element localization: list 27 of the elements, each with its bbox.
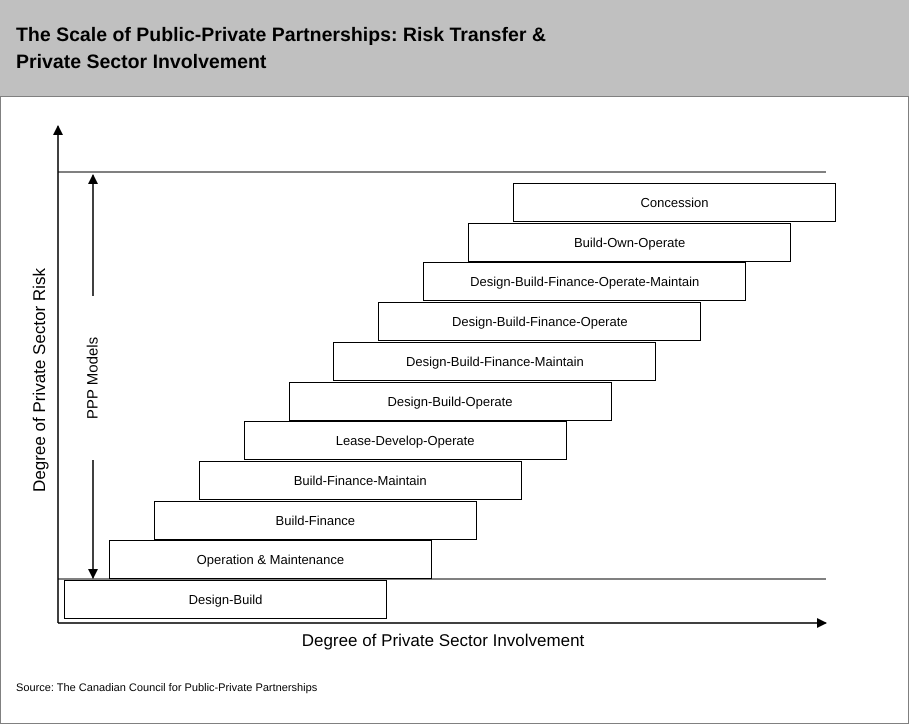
model-name: Concession bbox=[640, 195, 708, 210]
model-name: Design-Build-Finance-Operate bbox=[452, 314, 628, 330]
x-axis-label: Degree of Private Sector Involvement bbox=[302, 631, 584, 651]
title: The Scale of Public-Private Partnerships: Risk Transfer & Private Sector Involvement bbox=[16, 23, 547, 75]
model-name: Design-Build-Finance-Operate-Maintain bbox=[470, 274, 700, 290]
model-box bbox=[64, 580, 387, 619]
model-box bbox=[513, 183, 836, 222]
model-box bbox=[154, 500, 477, 540]
model-name: Lease-Develop-Operate bbox=[336, 433, 474, 448]
model-name: Design-Build-Finance-Maintain bbox=[406, 354, 584, 369]
model-box bbox=[423, 262, 746, 302]
model-name: Build-Finance-Maintain bbox=[294, 472, 427, 488]
model-box bbox=[288, 382, 612, 420]
model-box bbox=[468, 222, 792, 262]
model-name: Operation & Maintenance bbox=[196, 552, 344, 568]
range-label: PPP Models bbox=[84, 336, 102, 420]
y-axis-label: Degree of Private Sector Risk bbox=[30, 268, 50, 492]
model-box bbox=[198, 460, 522, 500]
model-name: Build-Own-Operate bbox=[574, 234, 686, 250]
model-box bbox=[244, 421, 567, 460]
model-name: Design-Build-Operate bbox=[387, 394, 512, 408]
model-box bbox=[108, 540, 432, 580]
source-note: Source: The Canadian Council for Public-Private Partnerships bbox=[16, 682, 318, 694]
model-name: Design-Build bbox=[188, 592, 262, 607]
model-box bbox=[333, 342, 656, 381]
model-box bbox=[378, 302, 702, 342]
model-name: Build-Finance bbox=[276, 512, 356, 528]
